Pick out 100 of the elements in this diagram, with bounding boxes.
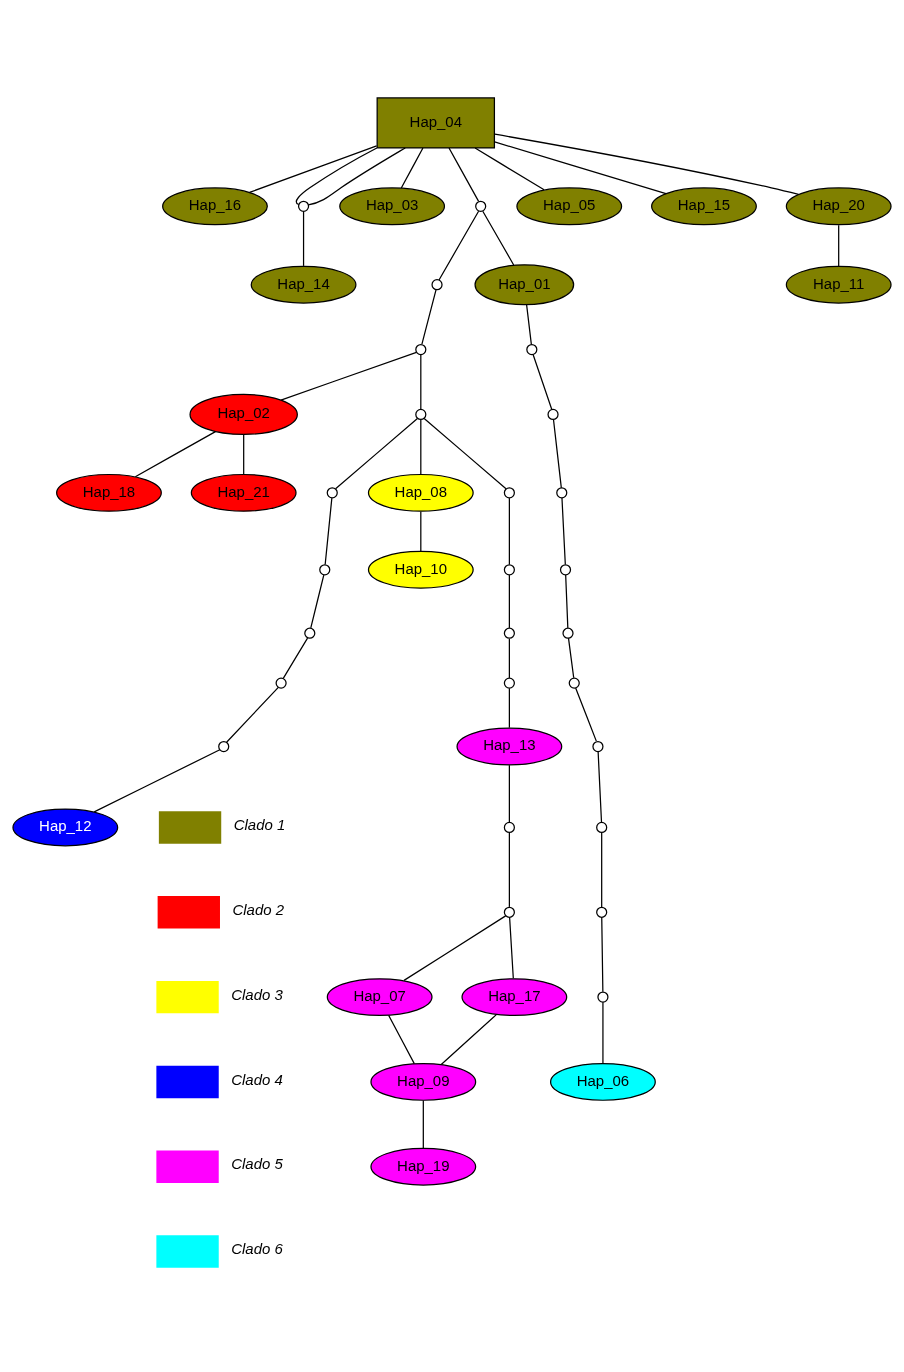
connector bbox=[302, 211, 305, 267]
node-circle bbox=[526, 343, 538, 356]
connector bbox=[601, 832, 603, 908]
connector bbox=[420, 511, 422, 552]
connector bbox=[440, 1013, 497, 1066]
node-ellipse: Hap_21 bbox=[190, 473, 297, 512]
node-circle bbox=[503, 677, 515, 689]
connector bbox=[448, 147, 480, 202]
connector bbox=[494, 141, 667, 195]
node-circle bbox=[415, 343, 427, 356]
connector bbox=[310, 574, 325, 629]
connector bbox=[508, 832, 510, 908]
node-ellipse: Hap_09 bbox=[370, 1062, 477, 1101]
legend-label: Clado 3 bbox=[231, 985, 283, 1003]
node-ellipse: Hap_15 bbox=[651, 187, 757, 226]
node-circle bbox=[503, 821, 515, 834]
connector bbox=[508, 687, 510, 729]
connector bbox=[567, 637, 575, 679]
connector bbox=[508, 638, 510, 679]
connector bbox=[532, 353, 553, 411]
connector bbox=[335, 417, 419, 490]
connector bbox=[134, 430, 217, 478]
connector bbox=[248, 145, 378, 194]
connector bbox=[243, 433, 245, 475]
node-circle bbox=[568, 677, 580, 689]
legend-label: Clado 4 bbox=[231, 1070, 283, 1088]
node-ellipse: Hap_18 bbox=[56, 473, 162, 512]
legend-label: Clado 2 bbox=[232, 900, 285, 918]
node-circle bbox=[596, 906, 608, 918]
connector bbox=[508, 574, 510, 629]
node-circle bbox=[556, 487, 568, 499]
connector bbox=[400, 147, 424, 189]
connector bbox=[324, 497, 333, 566]
node-ellipse: Hap_19 bbox=[370, 1147, 477, 1186]
node-ellipse: Hap_17 bbox=[461, 978, 568, 1017]
node-ellipse: Hap_03 bbox=[339, 187, 446, 226]
node-ellipse: Hap_02 bbox=[189, 393, 298, 436]
node-ellipse: Hap_10 bbox=[367, 550, 474, 589]
node-ellipse: Hap_11 bbox=[785, 265, 892, 304]
connector bbox=[838, 224, 840, 267]
connector bbox=[565, 574, 569, 629]
node-ellipse: Hap_07 bbox=[326, 978, 433, 1017]
node-circle bbox=[218, 740, 230, 753]
connector bbox=[403, 915, 507, 981]
connector bbox=[93, 749, 221, 813]
connector bbox=[597, 750, 603, 823]
connector bbox=[420, 419, 422, 475]
node-circle bbox=[562, 627, 574, 639]
node-circle bbox=[297, 200, 310, 212]
node-ellipse: Hap_12 bbox=[12, 808, 119, 847]
legend-label: Clado 6 bbox=[231, 1240, 283, 1258]
node-ellipse: Hap_08 bbox=[367, 473, 474, 512]
connector bbox=[280, 351, 418, 401]
connector bbox=[575, 687, 597, 742]
node-circle bbox=[596, 821, 608, 834]
node-circle bbox=[503, 487, 515, 499]
connector bbox=[552, 419, 562, 489]
node-ellipse: Hap_16 bbox=[162, 187, 268, 226]
connector bbox=[388, 1014, 415, 1065]
node-circle bbox=[503, 627, 515, 639]
node-box: Hap_04 bbox=[376, 97, 496, 149]
node-circle bbox=[415, 408, 427, 421]
node-circle bbox=[304, 627, 316, 639]
connector bbox=[525, 304, 532, 346]
connector bbox=[423, 417, 507, 490]
connector bbox=[422, 1100, 424, 1149]
node-ellipse: Hap_01 bbox=[474, 264, 575, 306]
node-circle bbox=[475, 200, 487, 212]
connector bbox=[282, 637, 309, 679]
node-circle bbox=[559, 564, 572, 576]
connector bbox=[307, 147, 406, 206]
node-circle bbox=[503, 564, 515, 576]
connector bbox=[602, 1001, 604, 1064]
node-circle bbox=[275, 677, 287, 689]
node-circle bbox=[326, 487, 338, 499]
node-ellipse: Hap_13 bbox=[456, 727, 563, 766]
node-circle bbox=[431, 279, 443, 291]
connector bbox=[601, 916, 604, 993]
node-circle bbox=[592, 740, 604, 753]
connector bbox=[420, 354, 422, 410]
connector bbox=[509, 916, 514, 979]
legend-label: Clado 1 bbox=[233, 816, 286, 834]
connector bbox=[438, 210, 480, 281]
node-ellipse: Hap_20 bbox=[785, 187, 892, 226]
connector bbox=[561, 497, 566, 566]
connector bbox=[474, 147, 545, 191]
node-circle bbox=[597, 991, 609, 1003]
connector bbox=[494, 133, 800, 195]
node-circle bbox=[319, 564, 331, 576]
legend-label: Clado 5 bbox=[231, 1155, 283, 1173]
connector bbox=[421, 289, 437, 345]
node-ellipse: Hap_06 bbox=[550, 1062, 656, 1101]
connector bbox=[225, 686, 279, 743]
connector bbox=[508, 497, 510, 566]
connector bbox=[508, 764, 510, 823]
node-ellipse: Hap_14 bbox=[250, 265, 357, 304]
node-circle bbox=[503, 906, 515, 918]
connector bbox=[482, 210, 515, 266]
connector bbox=[295, 147, 378, 206]
node-ellipse: Hap_05 bbox=[516, 187, 623, 226]
